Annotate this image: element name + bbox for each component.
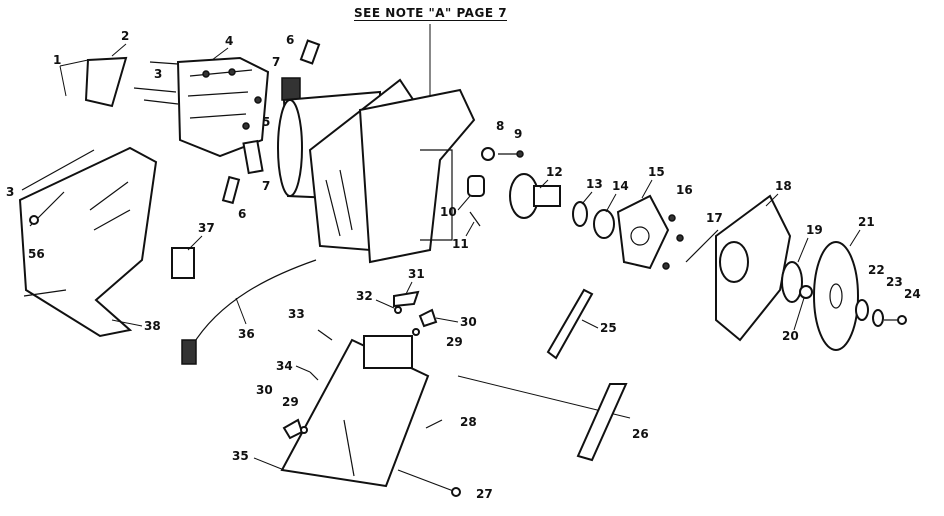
part-37-switch [171, 247, 195, 279]
label-31: 31 [408, 267, 425, 281]
label-14: 14 [612, 179, 629, 193]
label-29-upper: 29 [446, 335, 463, 349]
part-30-wing-nut-upper [418, 308, 438, 328]
part-34-screw [309, 371, 319, 381]
part-17-spindle [685, 229, 719, 263]
see-note-callout: SEE NOTE "A" PAGE 7 [354, 6, 508, 21]
part-23-washer [872, 309, 884, 327]
label-28: 28 [460, 415, 477, 429]
label-27: 27 [476, 487, 493, 501]
label-34: 34 [276, 359, 293, 373]
part-22-outer-flange [855, 299, 869, 321]
part-30-wing-nut-lower [282, 418, 304, 440]
label-25: 25 [600, 321, 617, 335]
label-29-lower: 29 [282, 395, 299, 409]
base-bracket [363, 335, 413, 369]
part-19-flange [781, 261, 803, 303]
part-labels: 2 1 3 4 5 6 7 7 6 3 56 37 38 36 8 9 10 1… [6, 29, 921, 501]
part-9-screw [498, 150, 524, 158]
label-6-upper: 6 [286, 33, 294, 47]
label-35: 35 [232, 449, 249, 463]
label-10: 10 [440, 205, 457, 219]
label-56: 56 [28, 247, 45, 261]
part-36-power-cord [181, 259, 317, 365]
part-6-brush-cap-upper [299, 39, 321, 65]
part-29-nut-lower [300, 426, 308, 434]
label-6-lower: 6 [238, 207, 246, 221]
part-56-screw [29, 215, 39, 225]
part-38-handle [18, 146, 158, 338]
label-24: 24 [904, 287, 921, 301]
label-21: 21 [858, 215, 875, 229]
label-4: 4 [225, 34, 233, 48]
label-17: 17 [706, 211, 723, 225]
label-36: 36 [238, 327, 255, 341]
part-15-bearing-plate [616, 194, 670, 270]
part-16-screws [662, 214, 684, 270]
label-37: 37 [198, 221, 215, 235]
part-31-lever [393, 290, 420, 308]
label-15: 15 [648, 165, 665, 179]
part-8-nut [481, 147, 495, 161]
part-3-screws-upper [133, 61, 179, 105]
part-32-spring [394, 306, 402, 314]
label-8: 8 [496, 119, 504, 133]
label-7-upper: 7 [272, 55, 280, 69]
part-33-screw [317, 329, 333, 341]
part-24-blade-bolt [884, 315, 907, 325]
label-3-lower: 3 [6, 185, 14, 199]
part-11-pin [469, 211, 481, 227]
label-1: 1 [53, 53, 61, 67]
label-16: 16 [676, 183, 693, 197]
label-18: 18 [775, 179, 792, 193]
part-29-nut-upper [412, 328, 420, 336]
label-9: 9 [514, 127, 522, 141]
part-2-nameplate [84, 56, 128, 108]
label-12: 12 [546, 165, 563, 179]
part-20-washer [799, 285, 813, 299]
part-25-wrench [546, 288, 594, 360]
label-3-upper: 3 [154, 67, 162, 81]
part-7-brush-holder-upper [281, 77, 301, 101]
label-32: 32 [356, 289, 373, 303]
part-21-saw-blade [813, 241, 859, 351]
label-26: 26 [632, 427, 649, 441]
part-13-washer [572, 201, 588, 227]
label-5: 5 [262, 115, 270, 129]
motor-housing [277, 78, 476, 264]
part-12-gear [509, 173, 561, 219]
part-7-brush-holder-lower [242, 139, 264, 175]
part-10-bearing [467, 175, 485, 197]
label-11: 11 [452, 237, 469, 251]
part-26-rip-fence [457, 375, 631, 462]
part-6-brush-cap-lower [221, 175, 241, 205]
part-28-screw [425, 419, 443, 429]
label-23: 23 [886, 275, 903, 289]
label-33: 33 [288, 307, 305, 321]
label-13: 13 [586, 177, 603, 191]
label-30-lower: 30 [256, 383, 273, 397]
label-2: 2 [121, 29, 129, 43]
label-30-upper: 30 [460, 315, 477, 329]
part-27-bolt [397, 469, 461, 497]
part-18-blade-guard [715, 194, 792, 342]
part-4-cover [176, 56, 270, 158]
part-14-bearing [593, 209, 615, 239]
label-7-lower: 7 [262, 179, 270, 193]
label-19: 19 [806, 223, 823, 237]
label-38: 38 [144, 319, 161, 333]
label-22: 22 [868, 263, 885, 277]
label-20: 20 [782, 329, 799, 343]
